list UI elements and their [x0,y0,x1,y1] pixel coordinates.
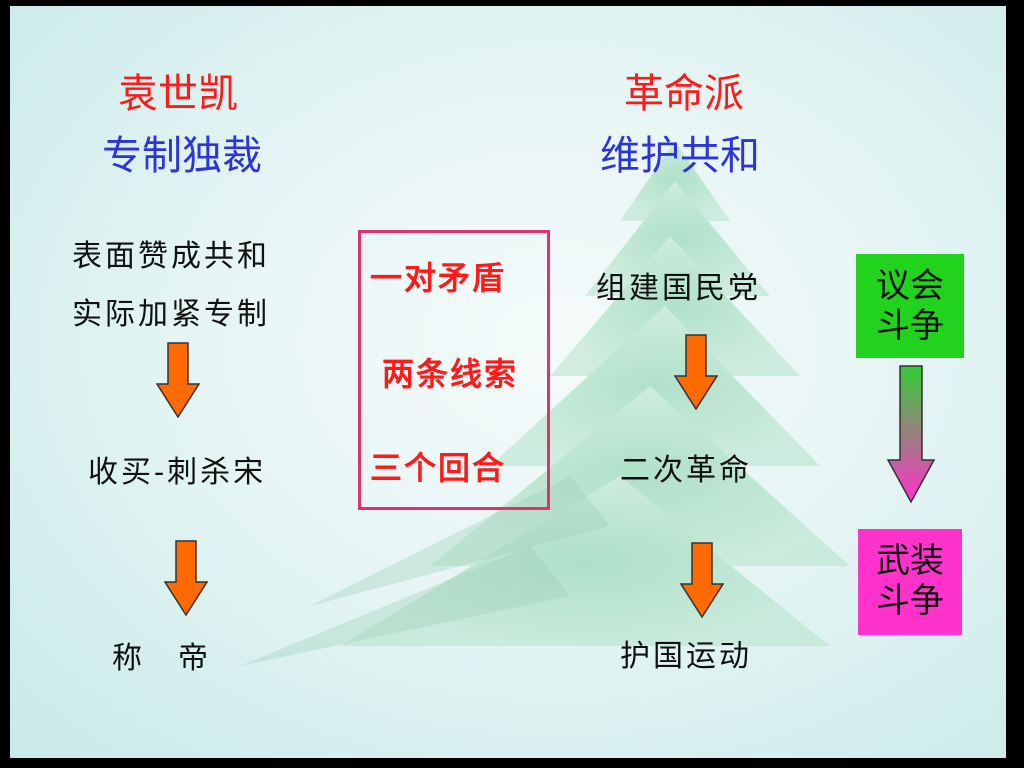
left-step1-line1: 表面赞成共和 [72,239,270,274]
center-line1: 一对矛盾 [370,259,507,297]
tag-line: 斗争 [876,581,944,621]
tag-line: 武装 [876,541,944,581]
left-step3: 称 帝 [112,641,211,676]
gradient-down-arrow-icon [886,365,936,504]
right-subtitle: 维护共和 [600,133,760,179]
slide: 袁世凯 专制独裁 表面赞成共和 实际加紧专制 收买-刺杀宋 称 帝 一对矛盾 两… [10,6,1006,758]
down-arrow-icon [680,542,724,618]
left-title: 袁世凯 [118,71,238,117]
down-arrow-icon [156,342,200,418]
tag-line: 斗争 [876,306,944,346]
right-title: 革命派 [624,71,744,117]
right-step3: 护国运动 [620,639,752,674]
left-step1-line2: 实际加紧专制 [72,297,270,332]
center-line3: 三个回合 [370,449,507,487]
center-line2: 两条线索 [382,355,519,393]
center-summary-box [358,230,550,510]
left-step2: 收买-刺杀宋 [88,455,267,490]
tag-line: 议会 [876,266,944,306]
left-subtitle: 专制独裁 [102,133,262,179]
armed-struggle-tag: 武装 斗争 [858,529,962,635]
right-step2: 二次革命 [620,453,752,488]
down-arrow-icon [164,540,208,616]
down-arrow-icon [674,334,718,410]
right-step1: 组建国民党 [596,271,761,306]
parliament-struggle-tag: 议会 斗争 [856,254,964,358]
